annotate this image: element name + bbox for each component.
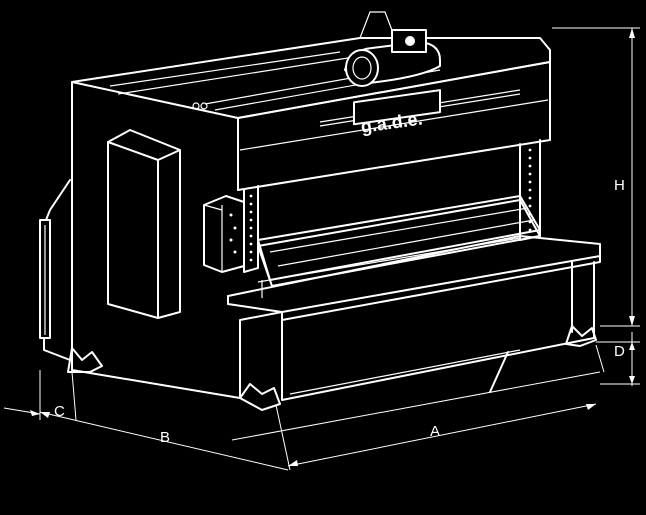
column-hole xyxy=(528,228,532,232)
column-hole xyxy=(249,258,253,262)
column-hole xyxy=(249,202,253,206)
column-hole xyxy=(528,188,532,192)
machine-body xyxy=(71,11,551,399)
left-side-guard xyxy=(39,179,71,361)
work-table xyxy=(227,235,601,321)
base-frame xyxy=(67,261,597,411)
column-hole xyxy=(528,172,532,176)
drive-motor xyxy=(344,29,441,87)
column-hole xyxy=(249,194,253,198)
side-columns xyxy=(243,139,541,273)
column-hole xyxy=(249,242,253,246)
column-hole xyxy=(528,196,532,200)
blade-holder xyxy=(257,195,541,287)
dimension-label-a: A xyxy=(430,423,440,440)
electrical-cabinet xyxy=(107,129,181,319)
column-hole xyxy=(528,148,532,152)
column-hole xyxy=(249,226,253,230)
dimension-label-b: B xyxy=(160,429,170,446)
control-box xyxy=(203,195,245,273)
column-hole xyxy=(249,210,253,214)
column-hole xyxy=(249,218,253,222)
column-hole xyxy=(528,156,532,160)
dimension-label-c: C xyxy=(54,403,65,420)
brand-logo: g.a.d.e. xyxy=(319,89,521,137)
column-hole xyxy=(249,234,253,238)
dimension-lines xyxy=(3,27,640,471)
column-hole xyxy=(528,180,532,184)
column-hole xyxy=(249,250,253,254)
column-hole xyxy=(528,164,532,168)
dimension-label-h: H xyxy=(614,177,625,194)
column-hole xyxy=(528,204,532,208)
dimension-label-d: D xyxy=(614,343,625,360)
